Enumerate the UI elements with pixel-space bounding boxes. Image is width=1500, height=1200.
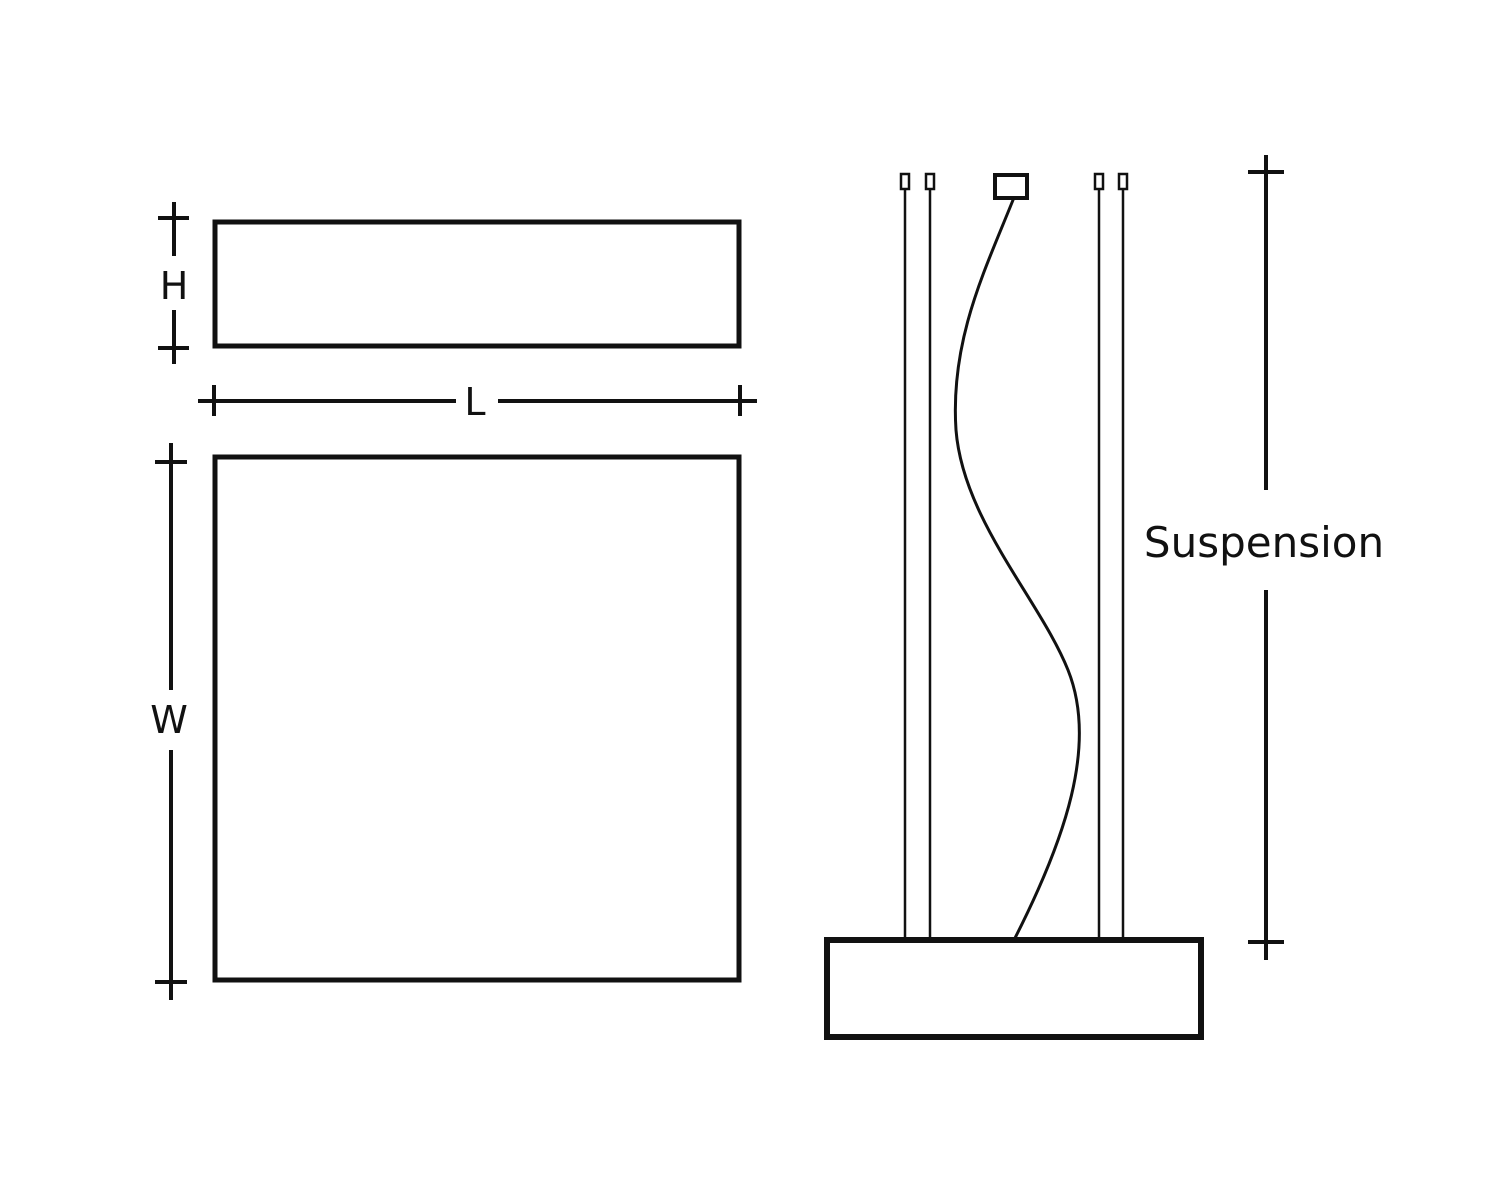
- ceiling-anchor: [1093, 172, 1105, 191]
- height-dimension: H: [158, 202, 189, 364]
- width-label: W: [150, 698, 188, 742]
- top-view-outline: [212, 454, 742, 983]
- ceiling-anchor: [924, 172, 936, 191]
- length-dimension: L: [198, 380, 757, 424]
- length-label: L: [464, 380, 485, 424]
- suspension-dimension: Suspension: [1144, 155, 1384, 960]
- side-view-outline: [212, 219, 742, 349]
- luminaire-body: [824, 937, 1204, 1040]
- ceiling-anchor: [899, 172, 911, 191]
- ceiling-canopy: [993, 173, 1029, 200]
- ceiling-anchor: [1117, 172, 1129, 191]
- power-cable: [953, 198, 1081, 942]
- width-dimension: W: [150, 443, 188, 1000]
- suspension-assembly: [824, 172, 1204, 1040]
- height-label: H: [160, 264, 189, 308]
- suspension-label: Suspension: [1144, 518, 1384, 567]
